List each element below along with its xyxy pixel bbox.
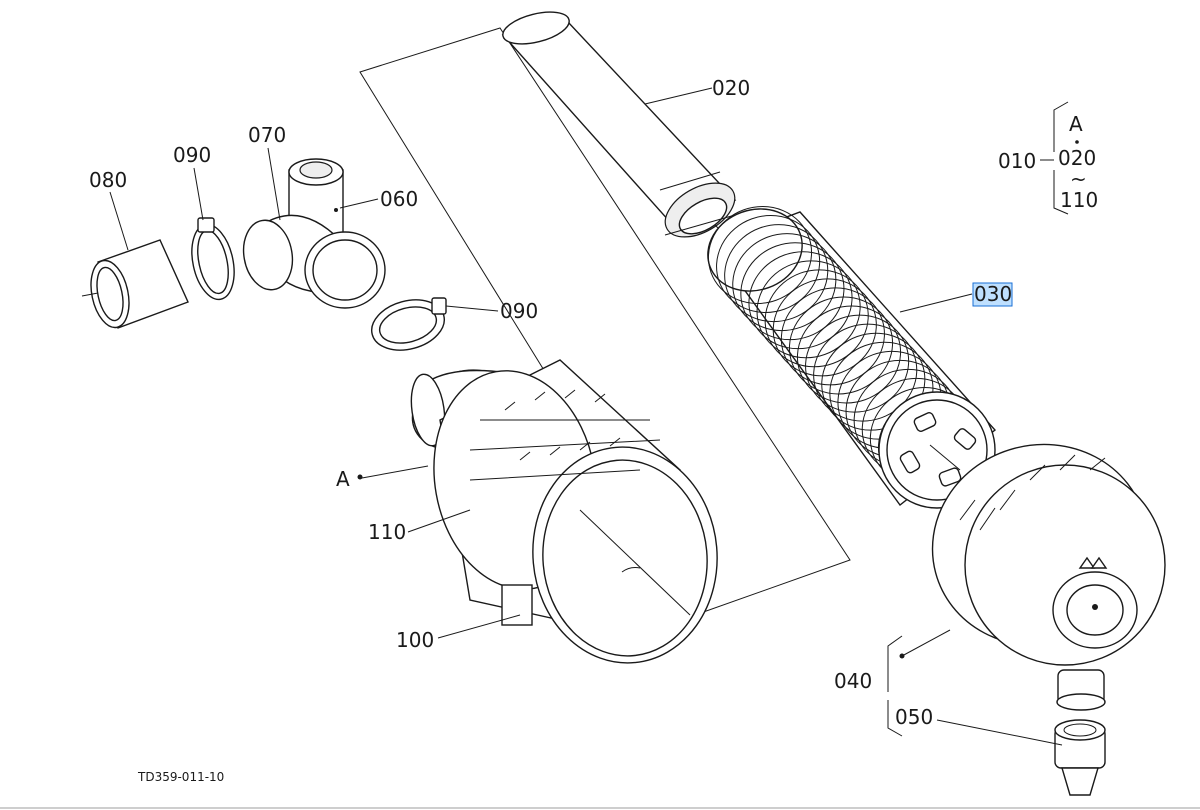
leader-lines: [109, 87, 1079, 746]
filter-pleat: [748, 251, 853, 350]
inner-filter-020: [501, 11, 761, 271]
selection-highlight: [972, 282, 1013, 307]
end-cover-040: [931, 443, 1166, 711]
filter-pleat: [780, 287, 885, 386]
clamp-090-lower: [371, 297, 447, 351]
filter-pleat: [716, 215, 821, 313]
legend-ref-010: 010: [998, 149, 1036, 173]
legend-A: A: [1069, 112, 1083, 136]
valve-050: [1054, 719, 1106, 796]
label-A: A: [336, 467, 350, 491]
legend-tilde: ~: [1070, 167, 1087, 191]
filter-pleat: [707, 206, 813, 304]
label-030[interactable]: 030: [974, 282, 1012, 306]
housing-A: [410, 359, 718, 664]
elbow-060: [242, 158, 386, 309]
filter-pleat: [796, 305, 902, 404]
legend-end-110: 110: [1060, 188, 1098, 212]
filter-pleat: [788, 296, 894, 395]
filter-pleat: [756, 260, 861, 359]
label-100: 100: [396, 628, 434, 652]
filter-pleats: [707, 206, 983, 494]
label-060: 060: [380, 187, 418, 211]
hose-080: [81, 239, 189, 329]
clamp-090-upper: [191, 217, 235, 301]
filter-pleat: [805, 314, 910, 413]
label-050: 050: [895, 705, 933, 729]
drawing-code: TD359-011-10: [137, 770, 224, 784]
filter-pleat: [764, 269, 869, 368]
legend-start-020: 020: [1058, 146, 1096, 170]
filter-pleat: [724, 224, 829, 323]
filter-pleat: [813, 323, 918, 422]
label-040: 040: [834, 669, 872, 693]
label-090-upper: 090: [173, 143, 211, 167]
label-110: 110: [368, 520, 406, 544]
label-070: 070: [248, 123, 286, 147]
label-080: 080: [89, 168, 127, 192]
label-090-lower: 090: [500, 299, 538, 323]
filter-pleat: [772, 278, 877, 377]
label-020: 020: [712, 76, 750, 100]
outer-filter-030: [707, 206, 997, 509]
filter-pleat: [732, 233, 837, 332]
filter-pleat: [740, 242, 845, 341]
